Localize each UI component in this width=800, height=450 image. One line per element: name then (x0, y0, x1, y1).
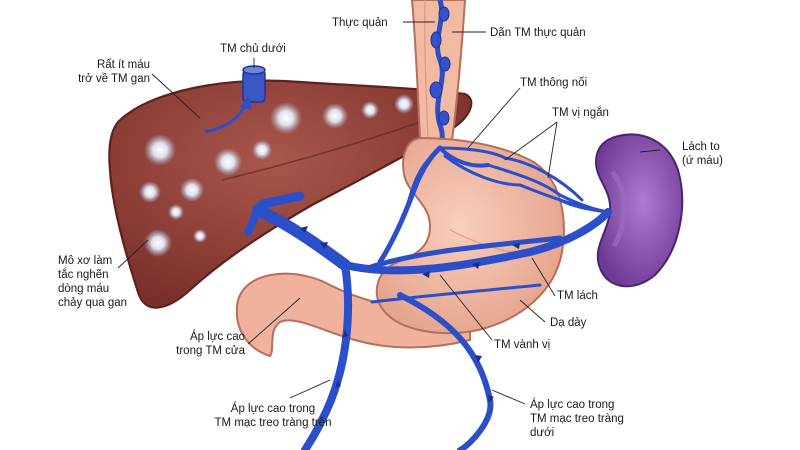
venous-system (244, 145, 612, 450)
label-short-gastric-vein: TM vị ngắn (552, 107, 609, 119)
label-splenic-vein: TM lách (557, 290, 598, 302)
label-coronary-vein: TM vành vị (494, 339, 551, 351)
leader-lines (117, 21, 661, 405)
inferior-vena-cava (242, 65, 266, 103)
fibrosis-spots (139, 94, 414, 257)
stomach (375, 136, 565, 335)
intestine (235, 272, 471, 358)
label-dilated-esophageal-vein: Dãn TM thực quản (490, 27, 586, 39)
spleen (594, 133, 684, 288)
label-superior-mesenteric: Áp lực cao trong TM mạc treo tràng trên (214, 403, 332, 429)
label-enlarged-spleen: Lách to (ứ máu) (682, 141, 723, 167)
label-stomach: Dạ dày (550, 317, 587, 329)
label-fibrosis: Mô xơ làm tắc nghẽn dòng máu chảy qua ga… (58, 255, 128, 309)
return-flow-arrow (204, 96, 252, 134)
label-portal-hypertension: Áp lực cao trong TM cửa (176, 331, 245, 357)
label-inferior-mesenteric: Áp lực cao trong TM mạc treo tràng dưới (530, 399, 624, 439)
label-anastomotic-vein: TM thông nối (520, 77, 588, 89)
label-esophagus: Thực quản (332, 17, 388, 29)
liver-lobe-line (221, 114, 441, 181)
flow-arrows (300, 226, 520, 403)
label-inferior-vena-cava: TM chủ dưới (220, 43, 286, 55)
esophagus (410, 0, 467, 141)
label-little-blood-return: Rất ít máu trở về TM gan (78, 59, 150, 85)
